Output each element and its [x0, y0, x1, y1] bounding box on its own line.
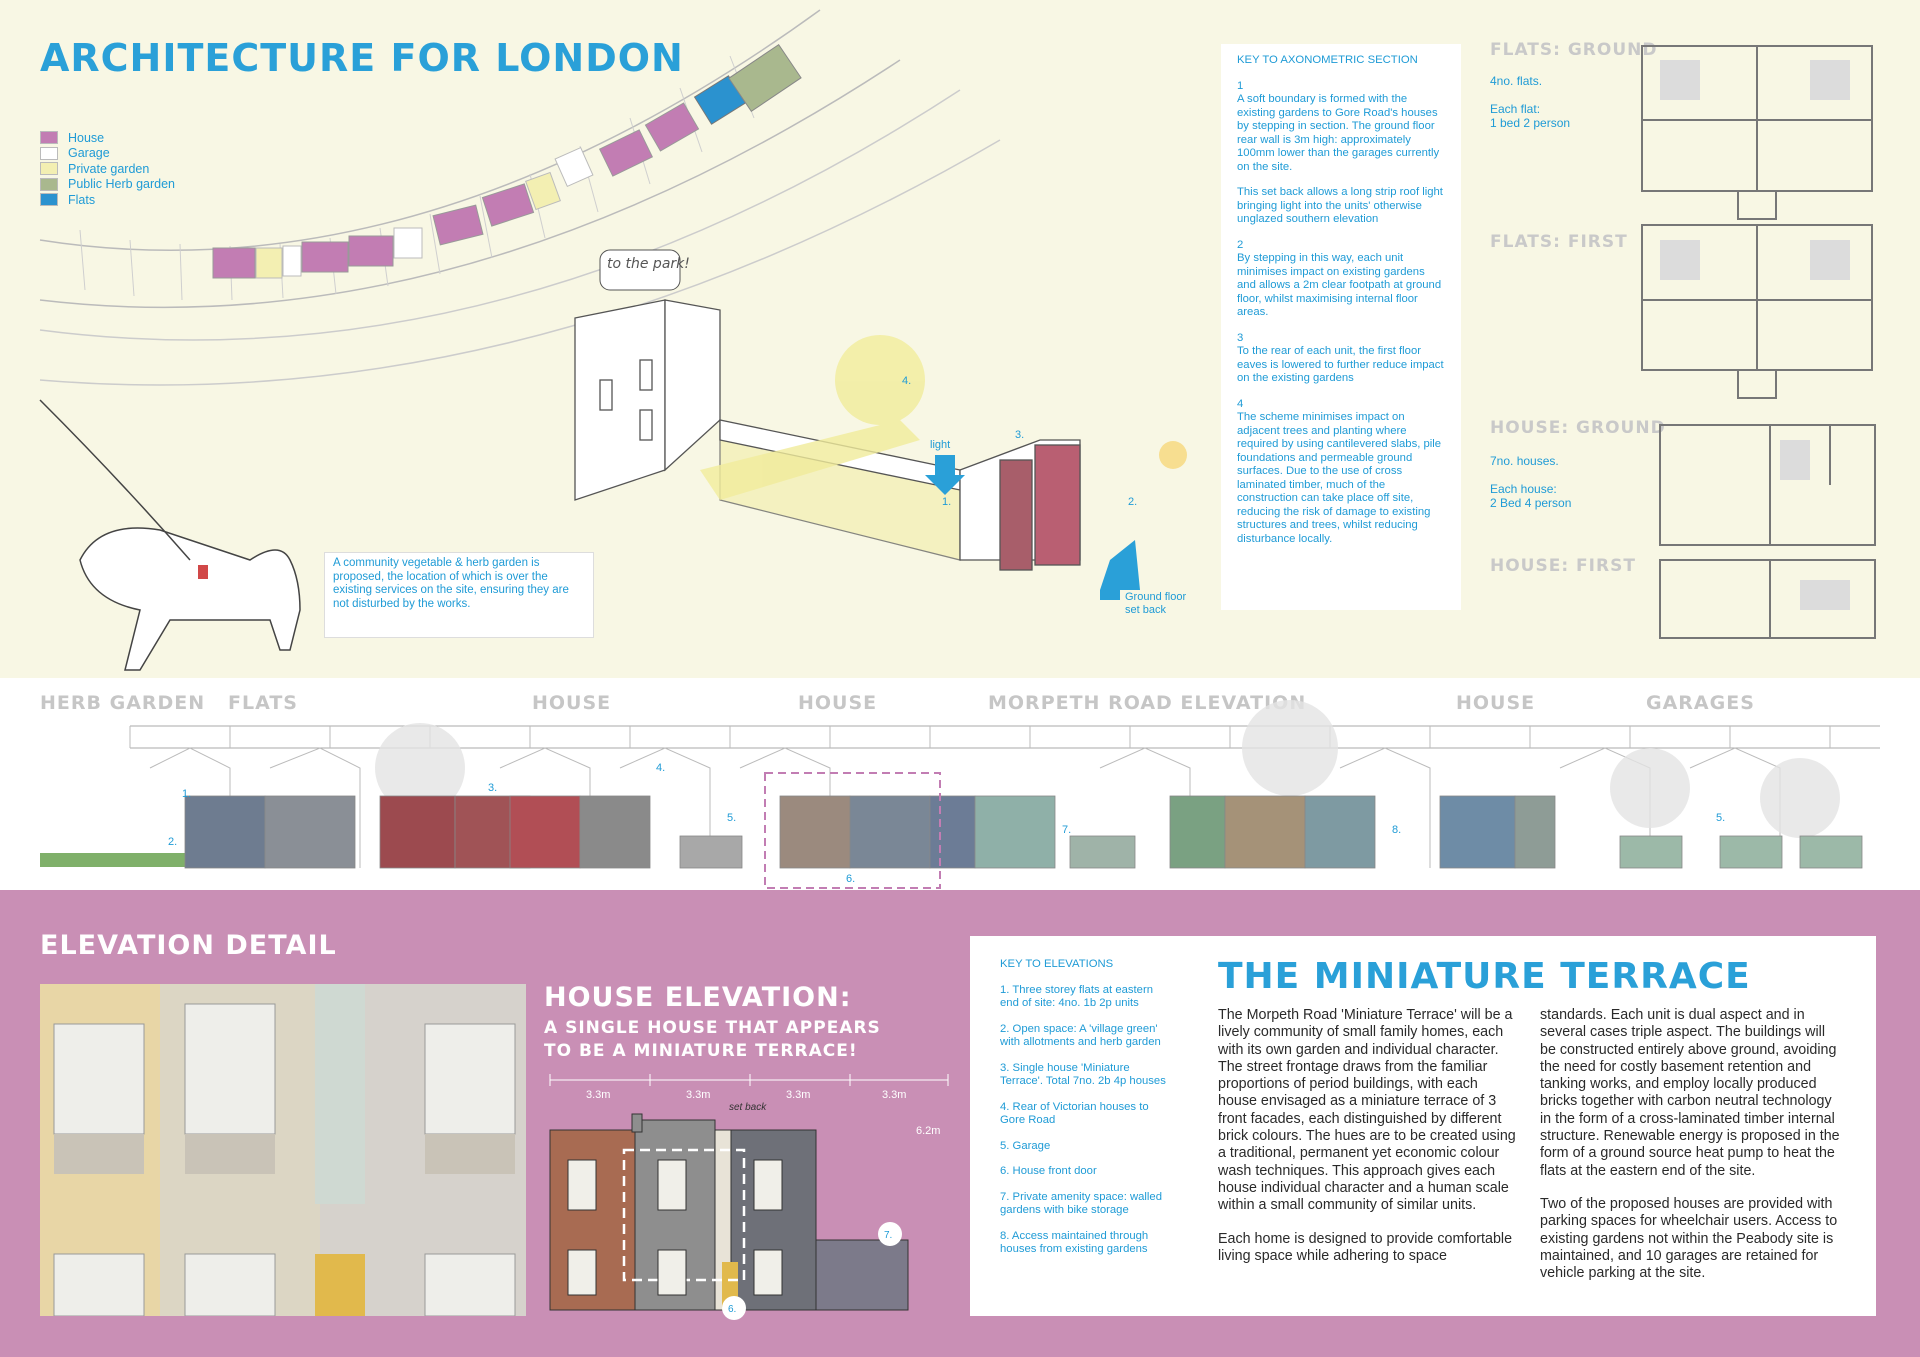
key-elev-item: 8. Access maintained through houses from…	[1000, 1229, 1149, 1256]
elev-marker-1: 1.	[182, 788, 192, 800]
legend-item: Flats	[40, 192, 175, 208]
elev-label-flats: FLATS	[228, 692, 298, 714]
key-elev-title: KEY TO ELEVATIONS	[1000, 958, 1114, 970]
terrace-body: The Morpeth Road 'Miniature Terrace' wil…	[1218, 1007, 1848, 1298]
sketch-marker-1: 1.	[942, 496, 951, 508]
key-elev-item: 3. Single house 'Miniature Terrace'. Tot…	[1000, 1061, 1166, 1088]
he-marker-7: 7.	[884, 1230, 892, 1241]
terrace-column-2: standards. Each unit is dual aspect and …	[1540, 1007, 1840, 1298]
house-elevation-drawing: 6. 7. set back 3.3m 3.3m 3.3m 3.3m 6.2m	[549, 1074, 949, 1320]
terrace-paragraph: Each home is designed to provide comfort…	[1218, 1230, 1513, 1264]
set-back-label: set back	[1125, 604, 1166, 616]
floor-plans	[1641, 45, 1876, 639]
miniature-terrace-panel: THE MINIATURE TERRACE The Morpeth Road '…	[1200, 936, 1876, 1316]
plan-label-flats-ground: FLATS: GROUND	[1490, 40, 1658, 60]
legend-swatch	[40, 177, 58, 191]
legend-swatch	[40, 193, 58, 207]
key-elev-item: 6. House front door	[1000, 1165, 1097, 1177]
key-elevations: KEY TO ELEVATIONS 1. Three storey flats …	[970, 936, 1200, 1316]
street-elevation-drawing	[40, 700, 1880, 889]
legend-item: Private garden	[40, 161, 175, 177]
community-garden-note: A community vegetable & herb garden is p…	[324, 552, 594, 638]
terrace-paragraph: standards. Each unit is dual aspect and …	[1540, 1007, 1840, 1179]
terrace-paragraph: The Morpeth Road 'Miniature Terrace' wil…	[1218, 1007, 1516, 1214]
dim-3: 3.3m	[786, 1089, 810, 1101]
legend-label: Public Herb garden	[68, 177, 176, 192]
terrace-column-1: The Morpeth Road 'Miniature Terrace' wil…	[1218, 1007, 1518, 1298]
key-elev-item: 7. Private amenity space: walled gardens…	[1000, 1190, 1163, 1217]
page-title: ARCHITECTURE FOR LONDON	[40, 36, 684, 80]
key-elev-item: 1. Three storey flats at eastern end of …	[1000, 983, 1154, 1010]
top-panel	[0, 0, 1920, 678]
legend-label: Flats	[68, 192, 96, 207]
map-plots	[212, 43, 802, 279]
legend-swatch	[40, 146, 58, 160]
legend-item: Public Herb garden	[40, 177, 175, 193]
elev-marker-3: 3.	[488, 782, 498, 794]
map-legend: House Garage Private garden Public Herb …	[40, 130, 175, 208]
elev-label-morpeth-road: MORPETH ROAD ELEVATION	[988, 692, 1307, 714]
light-label: light	[930, 439, 950, 451]
key-elev-item: 2. Open space: A 'village green' with al…	[1000, 1022, 1161, 1049]
elev-marker-5b: 5.	[1716, 812, 1726, 824]
elev-label-house-2: HOUSE	[798, 692, 878, 714]
dim-2: 3.3m	[686, 1089, 710, 1101]
sketch-marker-2: 2.	[1128, 496, 1137, 508]
speech-bubble	[599, 249, 681, 291]
dim-5: 6.2m	[916, 1125, 940, 1137]
dim-1: 3.3m	[586, 1089, 610, 1101]
elev-label-garages: GARAGES	[1646, 692, 1755, 714]
elev-marker-6: 6.	[846, 873, 856, 885]
terrace-paragraph: Two of the proposed houses are provided …	[1540, 1195, 1838, 1282]
legend-item: House	[40, 130, 175, 146]
elev-label-house-1: HOUSE	[532, 692, 612, 714]
legend-label: House	[68, 130, 105, 145]
plan-label-house-ground: HOUSE: GROUND	[1490, 418, 1666, 438]
elevation-detail-title: ELEVATION DETAIL	[40, 930, 337, 961]
house-elevation-subtitle: A SINGLE HOUSE THAT APPEARS TO BE A MINI…	[544, 1018, 881, 1061]
site-map-sketch: to the park! light Ground floor set back…	[39, 9, 1187, 671]
elevation-detail-image	[40, 984, 526, 1316]
morpeth-road-elevation: HERB GARDEN FLATS HOUSE HOUSE MORPETH RO…	[0, 678, 1920, 890]
elev-marker-2: 2.	[168, 836, 178, 848]
elev-marker-4: 4.	[656, 762, 666, 774]
plan-text-flats-ground: 4no. flats.Each flat:1 bed 2 person	[1490, 74, 1571, 130]
elev-marker-8: 8.	[1392, 824, 1402, 836]
dog-sketch	[39, 399, 301, 671]
speech-text: to the park!	[607, 256, 690, 272]
terrace-title: THE MINIATURE TERRACE	[1218, 956, 1751, 997]
elev-marker-7: 7.	[1062, 824, 1072, 836]
plan-label-house-first: HOUSE: FIRST	[1490, 556, 1636, 576]
legend-swatch	[40, 162, 58, 176]
ground-floor-label: Ground floor	[1125, 591, 1186, 603]
sketch-marker-4: 4.	[902, 375, 911, 387]
legend-item: Garage	[40, 146, 175, 162]
key-elev-item: 5. Garage	[1000, 1139, 1051, 1152]
setback-label: set back	[729, 1102, 767, 1113]
he-marker-6: 6.	[728, 1304, 736, 1315]
legend-label: Garage	[68, 146, 110, 161]
elev-label-herb-garden: HERB GARDEN	[40, 692, 206, 714]
sketch-marker-3: 3.	[1015, 429, 1024, 441]
key-axo-item: This set back allows a long strip roof l…	[1237, 186, 1443, 225]
plan-label-flats-first: FLATS: FIRST	[1490, 232, 1628, 252]
house-elevation-title: HOUSE ELEVATION:	[544, 982, 852, 1013]
plan-text-house-ground: 7no. houses.Each house:2 Bed 4 person	[1490, 454, 1572, 510]
legend-swatch	[40, 131, 58, 145]
legend-label: Private garden	[68, 161, 150, 176]
axonometric-building-sketch	[574, 299, 1081, 571]
elev-label-house-3: HOUSE	[1456, 692, 1536, 714]
key-elev-item: 4. Rear of Victorian houses to Gore Road	[1000, 1100, 1149, 1127]
key-axo-title: KEY TO AXONOMETRIC SECTION	[1237, 54, 1418, 66]
dim-4: 3.3m	[882, 1089, 906, 1101]
elev-marker-5: 5.	[727, 812, 737, 824]
